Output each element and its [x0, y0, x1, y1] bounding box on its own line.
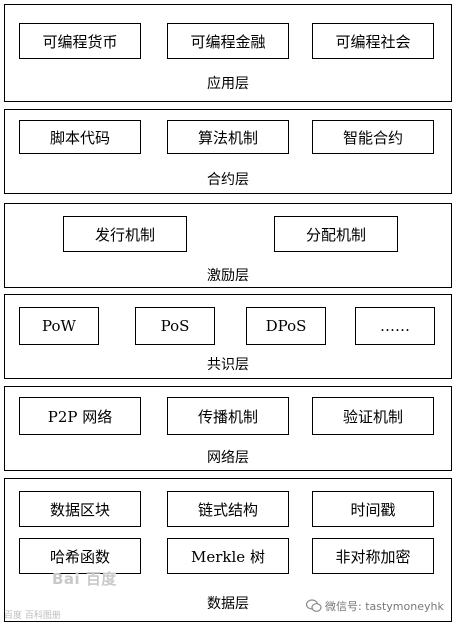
- box-pos: PoS: [135, 307, 215, 345]
- layer-network: P2P 网络 传播机制 验证机制 网络层: [4, 386, 452, 471]
- baidu-watermark: Bai 百度: [52, 570, 117, 588]
- layer-label-application: 应用层: [207, 76, 249, 92]
- wechat-watermark: 微信号: tastymoneyhk: [305, 598, 444, 614]
- layer-data: 数据区块 链式结构 时间戳 哈希函数 Merkle 树 非对称加密 数据层: [4, 478, 452, 622]
- wechat-watermark-text: 微信号: tastymoneyhk: [325, 600, 444, 613]
- box-merkle-tree: Merkle 树: [167, 538, 289, 574]
- box-timestamp: 时间戳: [312, 491, 434, 527]
- layer-label-incentive: 激励层: [207, 268, 249, 284]
- box-propagation-mechanism: 传播机制: [167, 397, 289, 435]
- layer-consensus: PoW PoS DPoS …… 共识层: [4, 294, 452, 379]
- box-programmable-currency: 可编程货币: [19, 23, 141, 59]
- box-verification-mechanism: 验证机制: [312, 397, 434, 435]
- layer-application: 可编程货币 可编程金融 可编程社会 应用层: [4, 4, 452, 102]
- layer-contract: 脚本代码 算法机制 智能合约 合约层: [4, 109, 452, 194]
- box-programmable-finance: 可编程金融: [167, 23, 289, 59]
- wechat-icon: [305, 599, 322, 613]
- box-asymmetric-encryption: 非对称加密: [312, 538, 434, 574]
- box-programmable-society: 可编程社会: [312, 23, 434, 59]
- box-ellipsis: ……: [355, 307, 435, 345]
- box-data-block: 数据区块: [19, 491, 141, 527]
- box-distribution-mechanism: 分配机制: [274, 216, 398, 252]
- box-dpos: DPoS: [246, 307, 326, 345]
- box-pow: PoW: [19, 307, 99, 345]
- box-script-code: 脚本代码: [19, 120, 141, 154]
- box-hash-function: 哈希函数: [19, 538, 141, 574]
- layer-label-network: 网络层: [207, 450, 249, 466]
- layer-label-consensus: 共识层: [207, 357, 249, 373]
- layer-incentive: 发行机制 分配机制 激励层: [4, 203, 452, 288]
- box-issuance-mechanism: 发行机制: [63, 216, 187, 252]
- box-p2p-network: P2P 网络: [19, 397, 141, 435]
- layer-label-data: 数据层: [207, 596, 249, 612]
- box-chain-structure: 链式结构: [167, 491, 289, 527]
- box-smart-contract: 智能合约: [312, 120, 434, 154]
- box-algorithm-mechanism: 算法机制: [167, 120, 289, 154]
- baidu-watermark-small: 百度 百科图册: [4, 611, 61, 621]
- layer-label-contract: 合约层: [207, 172, 249, 188]
